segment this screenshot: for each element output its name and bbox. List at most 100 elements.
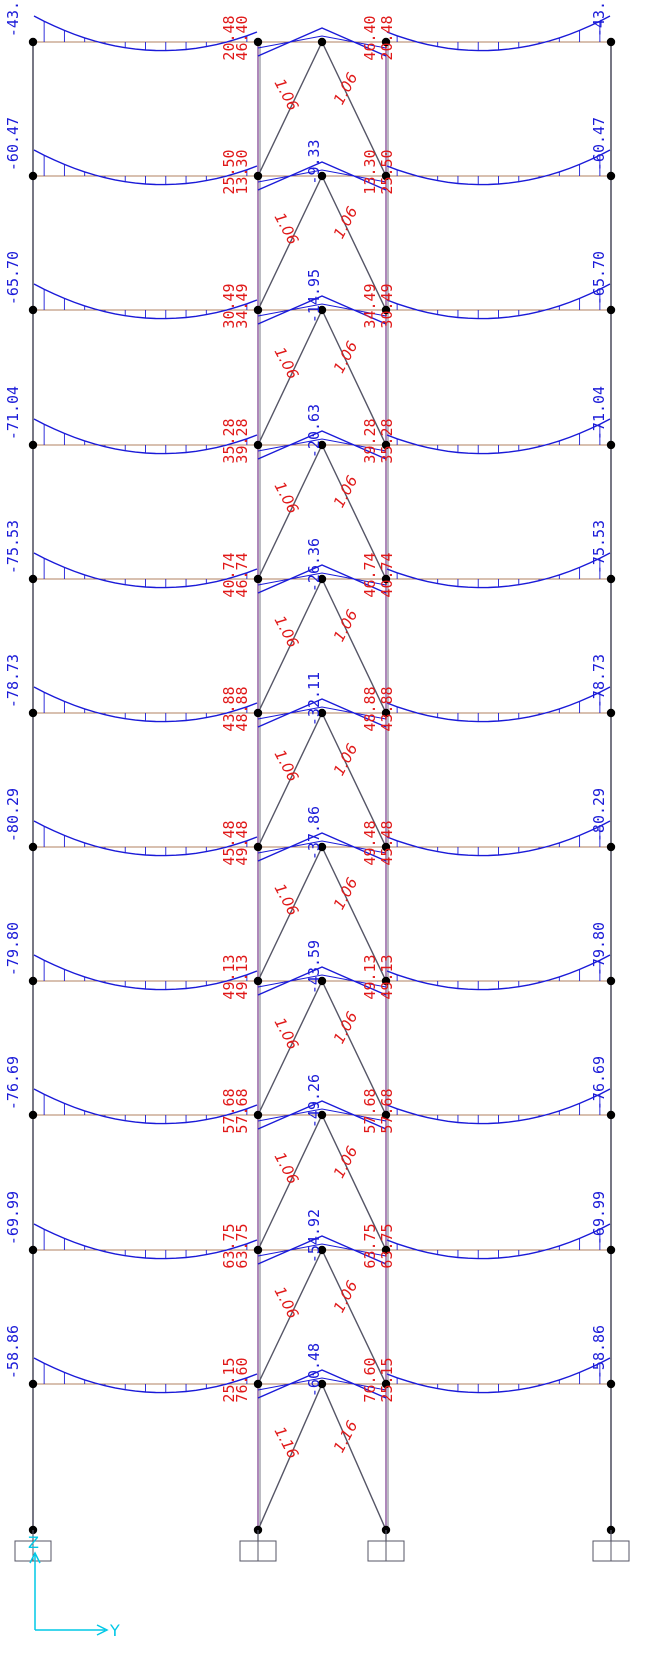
brace-right-force-label: 1.06	[330, 1009, 362, 1047]
joint-node	[381, 171, 391, 181]
inner-moment-curve	[257, 295, 387, 325]
brace-right	[321, 309, 387, 446]
joint-node	[253, 1245, 263, 1255]
apex-moment-label: -14.95	[305, 269, 323, 323]
inner-left-force-label: 45.48	[220, 820, 238, 865]
right-end-moment-label: -65.70	[590, 251, 608, 305]
inner-right-force-label-2: 25.50	[378, 149, 396, 194]
joint-node	[253, 171, 263, 181]
inner-moment-curve-2	[257, 572, 387, 586]
joint-node	[317, 976, 327, 986]
brace-left	[257, 1249, 323, 1385]
inner-moment-curve	[257, 698, 387, 728]
joint-node	[317, 1245, 327, 1255]
inner-moment-curve-2	[257, 438, 387, 452]
inner-left-force-label-2: 46.40	[233, 15, 251, 60]
inner-moment-curve	[257, 27, 387, 57]
joint-node	[381, 37, 391, 47]
inner-moment-curve	[257, 1100, 387, 1130]
inner-right-force-label: 48.88	[361, 686, 379, 731]
inner-right-force-label-2: 30.49	[378, 283, 396, 328]
joint-node	[253, 842, 263, 852]
left-end-moment-label: -71.04	[4, 386, 22, 440]
brace-left-force-label: 1.06	[271, 881, 303, 919]
inner-left-force-label: 63.75	[220, 1223, 238, 1268]
inner-left-force-label-2: 34.49	[233, 283, 251, 328]
inner-right-force-label: 39.28	[361, 418, 379, 463]
joint-node	[253, 1379, 263, 1389]
brace-right-force-label: 1.06	[330, 607, 362, 645]
brace-right	[321, 1249, 387, 1385]
apex-moment-label: -43.59	[305, 940, 323, 994]
brace-right-force-label: 1.06	[330, 204, 362, 242]
inner-right-force-label-2: 45.48	[378, 820, 396, 865]
apex-moment-label: -49.26	[305, 1074, 323, 1128]
joint-node	[28, 37, 38, 47]
inner-left-force-label: 43.88	[220, 686, 238, 731]
joint-node	[28, 842, 38, 852]
joint-node	[28, 574, 38, 584]
inner-moment-curve-2	[257, 169, 387, 183]
left-end-moment-label: -78.73	[4, 654, 22, 708]
inner-left-force-label-2: 39.28	[233, 418, 251, 463]
brace-left-force-label: 1.06	[271, 1149, 303, 1187]
inner-right-force-label-2: 35.28	[378, 418, 396, 463]
brace-right	[321, 175, 387, 311]
brace-left	[257, 309, 323, 446]
left-end-moment-label: -80.29	[4, 788, 22, 842]
joint-node	[317, 842, 327, 852]
inner-left-force-label: 25.15	[220, 1357, 238, 1402]
joint-node	[28, 171, 38, 181]
brace-right-force-label: 1.06	[330, 741, 362, 779]
inner-moment-curve	[257, 430, 387, 460]
joint-node	[28, 305, 38, 315]
inner-right-force-label-2: 25.15	[378, 1357, 396, 1402]
left-end-moment-label: -60.47	[4, 117, 22, 171]
joint-node	[381, 842, 391, 852]
inner-left-force-label: 25.50	[220, 149, 238, 194]
apex-moment-label: -9.33	[305, 139, 323, 184]
joint-node	[381, 708, 391, 718]
brace-left-force-label: 1.06	[271, 479, 303, 517]
brace-left	[257, 578, 323, 714]
supports	[14, 1530, 630, 1562]
brace-left-force-label: 1.06	[271, 76, 303, 114]
moment-diagrams	[33, 15, 611, 1399]
brace-right	[321, 846, 387, 982]
right-end-moment-label: -69.99	[590, 1191, 608, 1245]
brace-right	[321, 578, 387, 714]
brace-left	[257, 1383, 323, 1531]
joint-node	[253, 1110, 263, 1120]
brace-left	[257, 846, 323, 982]
inner-right-force-label: 34.49	[361, 283, 379, 328]
brace-left-force-label: 1.06	[271, 344, 303, 382]
brace-left-force-label: 1.06	[271, 1284, 303, 1322]
inner-right-force-label: 63.75	[361, 1223, 379, 1268]
right-end-moment-label: -80.29	[590, 788, 608, 842]
joint-node	[381, 1379, 391, 1389]
inner-right-force-label: 46.74	[361, 552, 379, 597]
joint-node	[317, 440, 327, 450]
joint-node	[253, 574, 263, 584]
joint-node	[253, 37, 263, 47]
inner-right-force-label-2: 49.13	[378, 954, 396, 999]
inner-left-force-label: 20.48	[220, 15, 238, 60]
joint-node	[28, 976, 38, 986]
inner-right-force-label-2: 20.48	[378, 15, 396, 60]
brace-left	[257, 175, 323, 311]
inner-moment-curve-2	[257, 706, 387, 720]
inner-left-force-label-2: 76.60	[233, 1357, 251, 1402]
joint-node	[381, 976, 391, 986]
inner-left-force-label-2: 49.13	[233, 954, 251, 999]
right-end-moment-label: -71.04	[590, 386, 608, 440]
inner-right-force-label-2: 63.75	[378, 1223, 396, 1268]
joint-node	[317, 171, 327, 181]
right-end-moment-label: -58.86	[590, 1325, 608, 1379]
joint-node	[381, 1110, 391, 1120]
inner-left-force-label: 35.28	[220, 418, 238, 463]
joint-node	[28, 440, 38, 450]
left-end-moment-label: -76.69	[4, 1056, 22, 1110]
axis-triad: Z Y	[28, 1533, 120, 1640]
brace-right-force-label: 1.06	[330, 338, 362, 376]
